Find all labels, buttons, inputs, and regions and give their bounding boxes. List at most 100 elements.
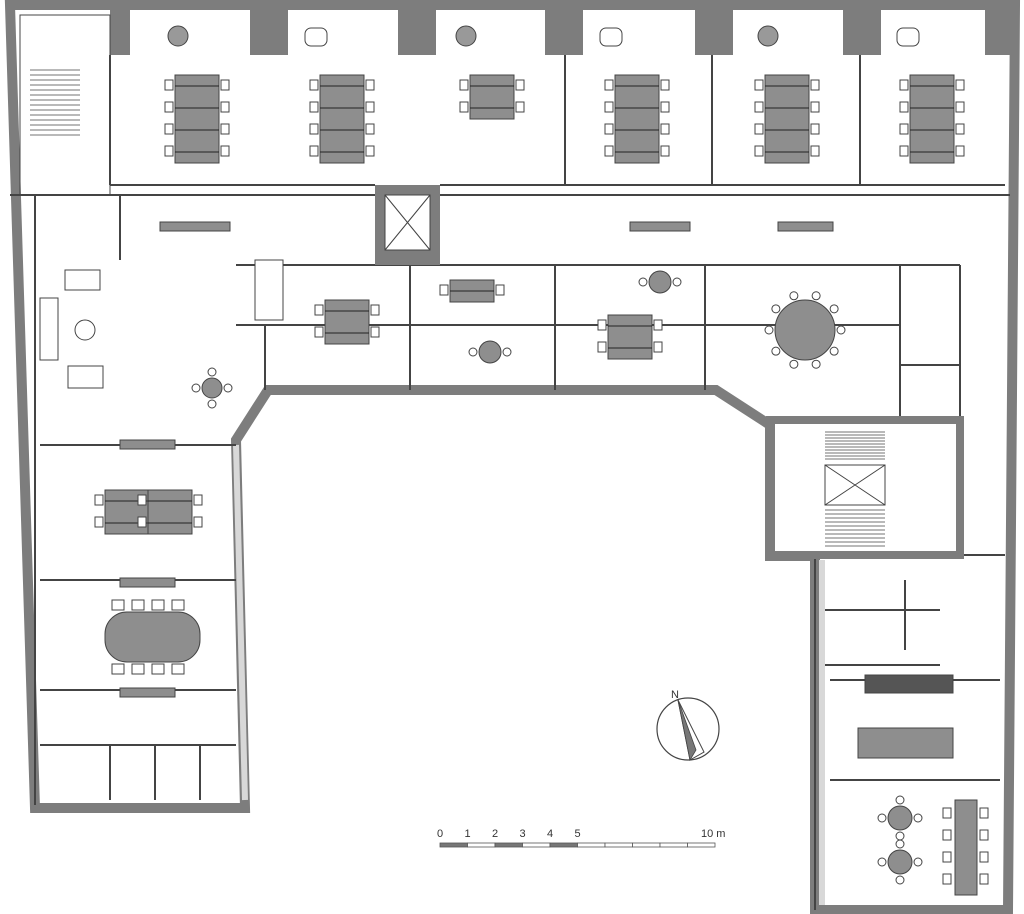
chair xyxy=(754,145,764,157)
chair xyxy=(660,123,670,135)
scale-segment xyxy=(549,842,578,848)
scale-segment xyxy=(467,842,496,848)
chair xyxy=(771,346,781,356)
chair xyxy=(942,829,952,841)
chair xyxy=(955,79,965,91)
chair xyxy=(604,79,614,91)
lounge-table xyxy=(455,25,477,47)
chair xyxy=(895,839,905,849)
chair xyxy=(810,145,820,157)
desk-cluster xyxy=(614,74,660,164)
chair xyxy=(810,101,820,113)
chair xyxy=(979,807,989,819)
chair xyxy=(979,829,989,841)
chair xyxy=(151,599,165,611)
chair xyxy=(459,101,469,113)
chair xyxy=(955,123,965,135)
north-compass: N xyxy=(656,689,720,762)
chair xyxy=(942,851,952,863)
chair xyxy=(495,284,505,296)
chair xyxy=(913,813,923,823)
chair xyxy=(955,145,965,157)
chair xyxy=(979,851,989,863)
chair xyxy=(829,346,839,356)
chair xyxy=(309,101,319,113)
scale-segment xyxy=(577,842,606,848)
conference-table xyxy=(104,611,201,663)
chair xyxy=(164,101,174,113)
chair xyxy=(223,383,233,393)
chair xyxy=(836,325,846,335)
chair xyxy=(131,599,145,611)
high-table xyxy=(254,259,284,321)
chair xyxy=(365,145,375,157)
kitchen-counter xyxy=(864,674,954,694)
chair xyxy=(604,145,614,157)
chair xyxy=(899,145,909,157)
round-table xyxy=(774,299,836,361)
chair xyxy=(877,857,887,867)
chair xyxy=(468,347,478,357)
chair xyxy=(604,123,614,135)
chair xyxy=(314,304,324,316)
chair xyxy=(220,101,230,113)
scale-segment xyxy=(439,842,468,848)
desk-cluster xyxy=(909,74,955,164)
chair xyxy=(365,101,375,113)
facade-pier xyxy=(985,5,1010,55)
chair xyxy=(672,277,682,287)
chair xyxy=(789,359,799,369)
chair xyxy=(193,516,203,528)
compass-needle xyxy=(677,699,697,762)
chair xyxy=(979,873,989,885)
chair xyxy=(131,663,145,675)
chair xyxy=(764,325,774,335)
chair xyxy=(515,101,525,113)
scale-segment xyxy=(494,842,523,848)
desk-cluster xyxy=(147,489,193,535)
sofa xyxy=(67,365,104,389)
chair xyxy=(597,341,607,353)
chair xyxy=(638,277,648,287)
chair xyxy=(314,326,324,338)
elevator-cross-2 xyxy=(824,464,886,506)
scale-tick-label: 3 xyxy=(520,828,526,840)
chair xyxy=(309,123,319,135)
chair xyxy=(913,857,923,867)
chair xyxy=(877,813,887,823)
facade-pier xyxy=(695,5,733,55)
desk-cluster xyxy=(764,74,810,164)
chair xyxy=(810,79,820,91)
facade-pier xyxy=(250,5,288,55)
sofa xyxy=(39,297,59,361)
chair xyxy=(193,494,203,506)
chair xyxy=(604,101,614,113)
chair xyxy=(771,304,781,314)
sofa xyxy=(64,269,101,291)
chair xyxy=(810,123,820,135)
chair xyxy=(164,145,174,157)
chair xyxy=(94,494,104,506)
round-table xyxy=(887,849,913,875)
coffee-table xyxy=(74,319,96,341)
desk-cluster xyxy=(324,299,370,345)
scale-segment xyxy=(522,842,551,848)
lounge-table xyxy=(757,25,779,47)
chair xyxy=(111,663,125,675)
chair xyxy=(942,807,952,819)
lounge-table xyxy=(167,25,189,47)
round-table xyxy=(648,270,672,294)
compass-circle xyxy=(656,697,720,761)
chair xyxy=(191,383,201,393)
chair xyxy=(137,516,147,528)
armchair xyxy=(304,27,328,47)
facade-pier xyxy=(398,5,436,55)
scale-tick-label: 10 m xyxy=(701,828,725,840)
scale-tick-label: 0 xyxy=(437,828,443,840)
chair xyxy=(171,663,185,675)
chair xyxy=(653,341,663,353)
chair xyxy=(895,795,905,805)
chair xyxy=(754,123,764,135)
desk-cluster xyxy=(607,314,653,360)
